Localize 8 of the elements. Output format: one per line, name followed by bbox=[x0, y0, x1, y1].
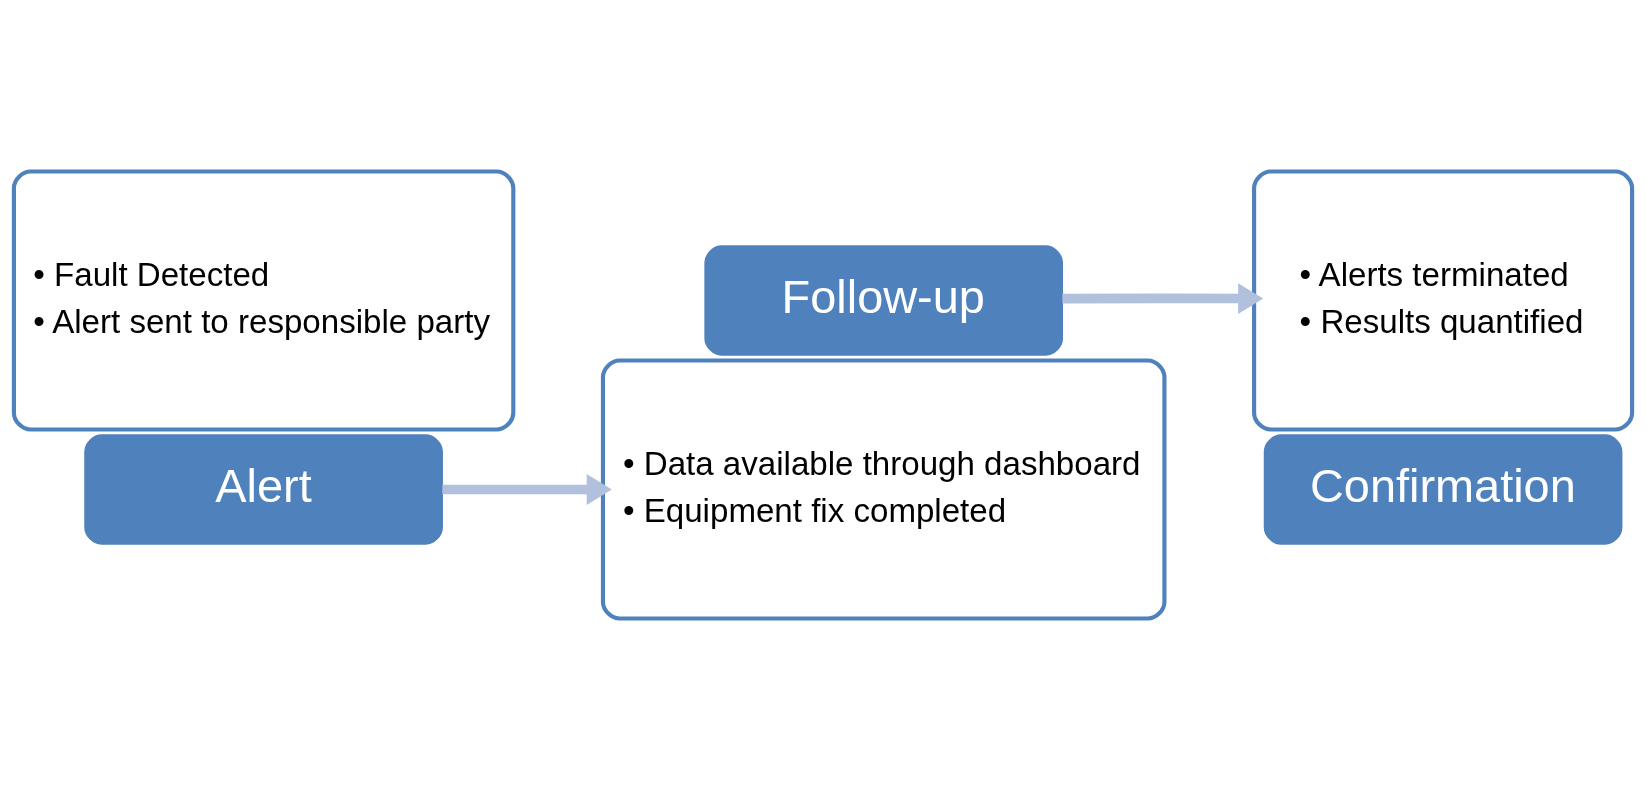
node-box: • Alerts terminated • Results quantified bbox=[1252, 168, 1635, 432]
arrow bbox=[1062, 282, 1264, 314]
node-box: Confirmation bbox=[1263, 433, 1623, 545]
node-box: Alert bbox=[84, 433, 443, 545]
node-box: • Data available through dashboard • Equipment fix completed bbox=[600, 357, 1167, 621]
node-box: • Fault Detected • Alert sent to responsible party bbox=[11, 168, 516, 432]
node-box: Follow-up bbox=[704, 244, 1064, 356]
arrow bbox=[442, 473, 612, 505]
